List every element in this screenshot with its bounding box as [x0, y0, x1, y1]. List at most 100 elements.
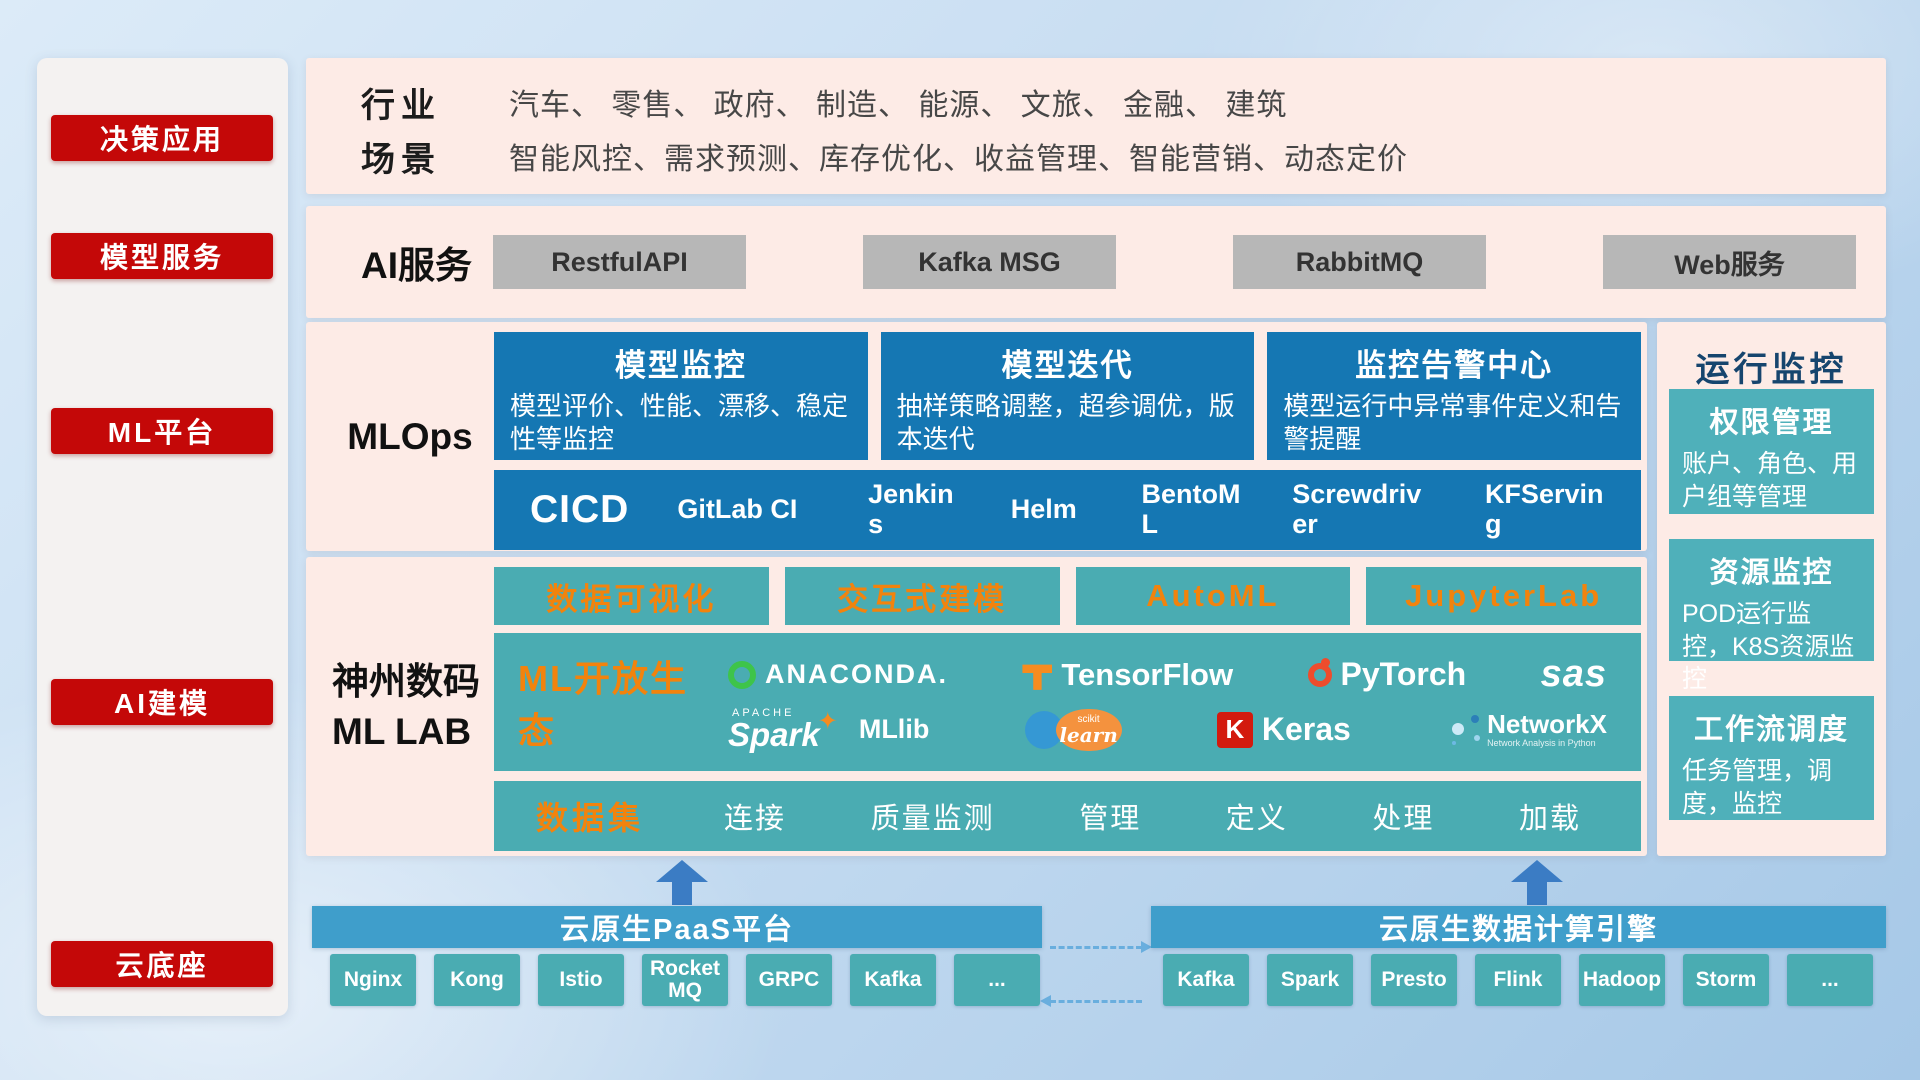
chip-spark: Spark [1267, 954, 1353, 1006]
card-desc: 账户、角色、用户组等管理 [1682, 450, 1858, 511]
layer-label: ML平台 [107, 417, 217, 448]
logo-pytorch: PyTorch [1307, 656, 1467, 693]
chip-presto: Presto [1371, 954, 1457, 1006]
scikit-text: scikit [1077, 713, 1100, 725]
card-alert-center: 监控告警中心 模型运行中异常事件定义和告警提醒 [1267, 332, 1642, 460]
tensorflow-wordmark: TensorFlow [1061, 656, 1234, 692]
logo-spark-mllib: APACHE Spark✦ MLlib [728, 707, 930, 754]
tool-data-visualization: 数据可视化 [494, 567, 769, 625]
dataset-manage: 管理 [1079, 803, 1142, 835]
scene-row: 场景 智能风控、需求预测、库存优化、收益管理、智能营销、动态定价 [361, 134, 1856, 179]
cicd-bentoml: BentoML [1141, 479, 1241, 539]
dashed-arrow-right-icon [1050, 941, 1152, 953]
card-desc: POD运行监控，K8S资源监控 [1682, 600, 1855, 693]
industry-value: 汽车、 零售、 政府、 制造、 能源、 文旅、 金融、 建筑 [509, 89, 1288, 122]
card-desc: 抽样策略调整，超参调优，版本迭代 [896, 391, 1235, 454]
logo-networkx: NetworkX Network Analysis in Python [1446, 710, 1607, 748]
cicd-bar: CICD GitLab CI Jenkins Helm BentoML Scre… [494, 470, 1641, 550]
cicd-kfserving: KFServing [1484, 479, 1604, 539]
spark-apache-text: APACHE [732, 707, 795, 720]
chip-flink: Flink [1475, 954, 1561, 1006]
paas-chips-row: Nginx Kong Istio RocketMQ GRPC Kafka ... [330, 954, 1040, 1006]
mllab-label-line2: ML LAB [332, 710, 472, 752]
chip-more: ... [954, 954, 1040, 1006]
card-title: 权限管理 [1709, 407, 1834, 439]
card-model-monitoring: 模型监控 模型评价、性能、漂移、稳定性等监控 [494, 332, 868, 460]
card-desc: 任务管理，调度，监控 [1682, 757, 1833, 818]
chip-nginx: Nginx [330, 954, 416, 1006]
mllab-panel: 神州数码 ML LAB 数据可视化 交互式建模 AutoML JupyterLa… [306, 557, 1647, 856]
pytorch-wordmark: PyTorch [1340, 656, 1467, 693]
logo-row-1: ANACONDA. TensorFlow PyTorch sas [718, 653, 1617, 696]
ai-services-label: AI服务 [361, 245, 472, 286]
ml-ecosystem-box: ML开放生态 ANACONDA. TensorFlow PyTorch [494, 633, 1641, 771]
mllab-tools-row: 数据可视化 交互式建模 AutoML JupyterLab [494, 567, 1641, 625]
chip-kafka: Kafka [850, 954, 936, 1006]
keras-wordmark: Keras [1261, 711, 1351, 747]
layer-model-service: 模型服务 [51, 233, 273, 279]
paas-platform-bar: 云原生PaaS平台 [312, 906, 1042, 948]
logo-sas: sas [1541, 653, 1607, 696]
mlops-panel: MLOps 模型监控 模型评价、性能、漂移、稳定性等监控 模型迭代 抽样策略调整… [306, 322, 1647, 551]
anaconda-wordmark: ANACONDA. [765, 659, 948, 690]
tool-automl: AutoML [1075, 567, 1351, 625]
networkx-wordmark: NetworkX [1487, 709, 1607, 740]
mllab-label-line1: 神州数码 [332, 660, 480, 702]
chip-kong: Kong [434, 954, 520, 1006]
layer-decision-apps: 决策应用 [51, 115, 273, 161]
industry-row: 行业 汽车、 零售、 政府、 制造、 能源、 文旅、 金融、 建筑 [361, 80, 1856, 125]
cicd-helm: Helm [1010, 494, 1077, 525]
ai-services-row: RestfulAPI Kafka MSG RabbitMQ Web服务 [493, 206, 1856, 318]
industry-label: 行业 [361, 86, 441, 125]
card-title: 模型监控 [614, 348, 747, 383]
cicd-screwdriver: Screwdriver [1292, 479, 1422, 539]
cicd-items: GitLab CI Jenkins Helm BentoML Screwdriv… [677, 479, 1605, 539]
engine-chips-row: Kafka Spark Presto Flink Hadoop Storm ..… [1163, 954, 1873, 1006]
card-permission-management: 权限管理 账户、角色、用户组等管理 [1669, 389, 1874, 514]
networkx-subtitle: Network Analysis in Python [1487, 737, 1596, 748]
logo-anaconda: ANACONDA. [728, 659, 948, 690]
chip-storm: Storm [1683, 954, 1769, 1006]
spark-wordmark: Spark [728, 716, 820, 754]
logo-row-2: APACHE Spark✦ MLlib scikit learn K [718, 707, 1617, 754]
card-title: 资源监控 [1709, 557, 1834, 589]
up-arrow-icon [1511, 860, 1563, 905]
logo-scikit-learn: scikit learn [1024, 708, 1122, 751]
service-restfulapi: RestfulAPI [493, 235, 746, 289]
cicd-jenkins: Jenkins [868, 479, 954, 539]
pytorch-icon [1307, 657, 1332, 687]
dashed-arrow-left-icon [1040, 995, 1142, 1007]
service-web: Web服务 [1603, 235, 1856, 289]
runtime-monitoring-panel: 运行监控 权限管理 账户、角色、用户组等管理 资源监控 POD运行监控，K8S资… [1657, 322, 1886, 856]
tensorflow-icon [1022, 664, 1053, 690]
dataset-load: 加载 [1518, 803, 1581, 835]
data-engine-title: 云原生数据计算引擎 [1378, 914, 1658, 946]
card-desc: 模型运行中异常事件定义和告警提醒 [1283, 391, 1622, 454]
dataset-define: 定义 [1225, 803, 1288, 835]
layer-label: 决策应用 [99, 124, 224, 155]
networkx-icon [1452, 723, 1465, 736]
cicd-gitlab-ci: GitLab CI [677, 494, 798, 525]
mlops-cards-row: 模型监控 模型评价、性能、漂移、稳定性等监控 模型迭代 抽样策略调整，超参调优，… [494, 332, 1642, 460]
dataset-items: 连接 质量监测 管理 定义 处理 加载 [724, 795, 1599, 837]
data-engine-bar: 云原生数据计算引擎 [1151, 906, 1886, 948]
chip-kafka: Kafka [1163, 954, 1249, 1006]
card-title: 监控告警中心 [1355, 348, 1554, 383]
cicd-label: CICD [530, 488, 630, 531]
chip-istio: Istio [538, 954, 624, 1006]
dataset-process: 处理 [1372, 803, 1435, 835]
chip-rocketmq: RocketMQ [642, 954, 728, 1006]
anaconda-icon [728, 660, 756, 689]
ml-ecosystem-logos: ANACONDA. TensorFlow PyTorch sas [718, 653, 1617, 754]
chip-grpc: GRPC [746, 954, 832, 1006]
scene-label: 场景 [361, 140, 441, 179]
learn-text: learn [1059, 722, 1118, 747]
scene-value: 智能风控、需求预测、库存优化、收益管理、智能营销、动态定价 [509, 143, 1408, 176]
mllib-wordmark: MLlib [858, 714, 930, 744]
runtime-monitoring-title: 运行监控 [1695, 351, 1848, 389]
dataset-bar: 数据集 连接 质量监测 管理 定义 处理 加载 [494, 781, 1641, 851]
card-resource-monitoring: 资源监控 POD运行监控，K8S资源监控 [1669, 539, 1874, 693]
logo-tensorflow: TensorFlow [1022, 657, 1233, 693]
tool-jupyterlab: JupyterLab [1366, 567, 1641, 625]
